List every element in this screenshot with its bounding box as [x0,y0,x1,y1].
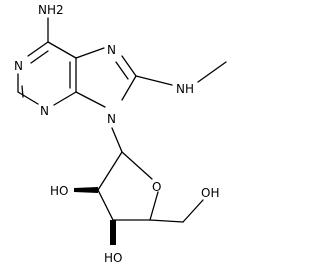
bond-n1-c6 [27,41,49,57]
bond-n1-c6-double [30,50,49,64]
bond-o-c4prime [149,191,159,221]
nh2-label: NH2 [38,3,64,17]
molecule-structure: NH2 N N N N NH O HO HO OH [14,3,227,265]
imidazole-ring [75,47,227,108]
bond-n7-c8 [121,55,137,77]
bond-c2prime-c1prime [97,151,123,191]
ribose-ring [74,127,204,245]
bond-n3-c2-double [21,85,24,98]
bond-n9-c1prime [111,127,123,153]
bond-c6-c5 [47,41,77,59]
wedge-c3prime-oh [110,220,116,245]
n3-label: N [40,104,49,118]
bond-c8-nh [135,75,173,86]
n7-label: N [107,43,116,57]
pyrimidine-ring [17,17,77,106]
bond-nh-methyl [197,61,227,83]
bond-n3-c2 [17,91,39,105]
bond-c5-n7 [75,47,105,59]
n1-label: N [14,59,23,73]
wedge-c2prime-oh [74,187,98,193]
bond-c3prime-c2prime [97,189,114,221]
bond-c4-n3 [53,91,77,106]
atom-labels: NH2 N N N N NH O HO HO OH [14,3,219,265]
bond-n7-c8-double [115,61,129,80]
nh-label: NH [176,82,194,96]
oh-right-label: OH [201,186,219,200]
ring-oxygen-label: O [152,180,161,194]
bond-n9-c4 [75,91,106,108]
bond-c4prime-c5prime [149,219,184,223]
n9-label: N [107,112,116,126]
ho-bottom-label: HO [104,251,122,265]
bond-c5prime-oh [182,199,204,223]
bond-c1prime-o [121,151,153,180]
bond-c8-n9 [121,75,137,101]
ho-left-label: HO [50,184,68,198]
